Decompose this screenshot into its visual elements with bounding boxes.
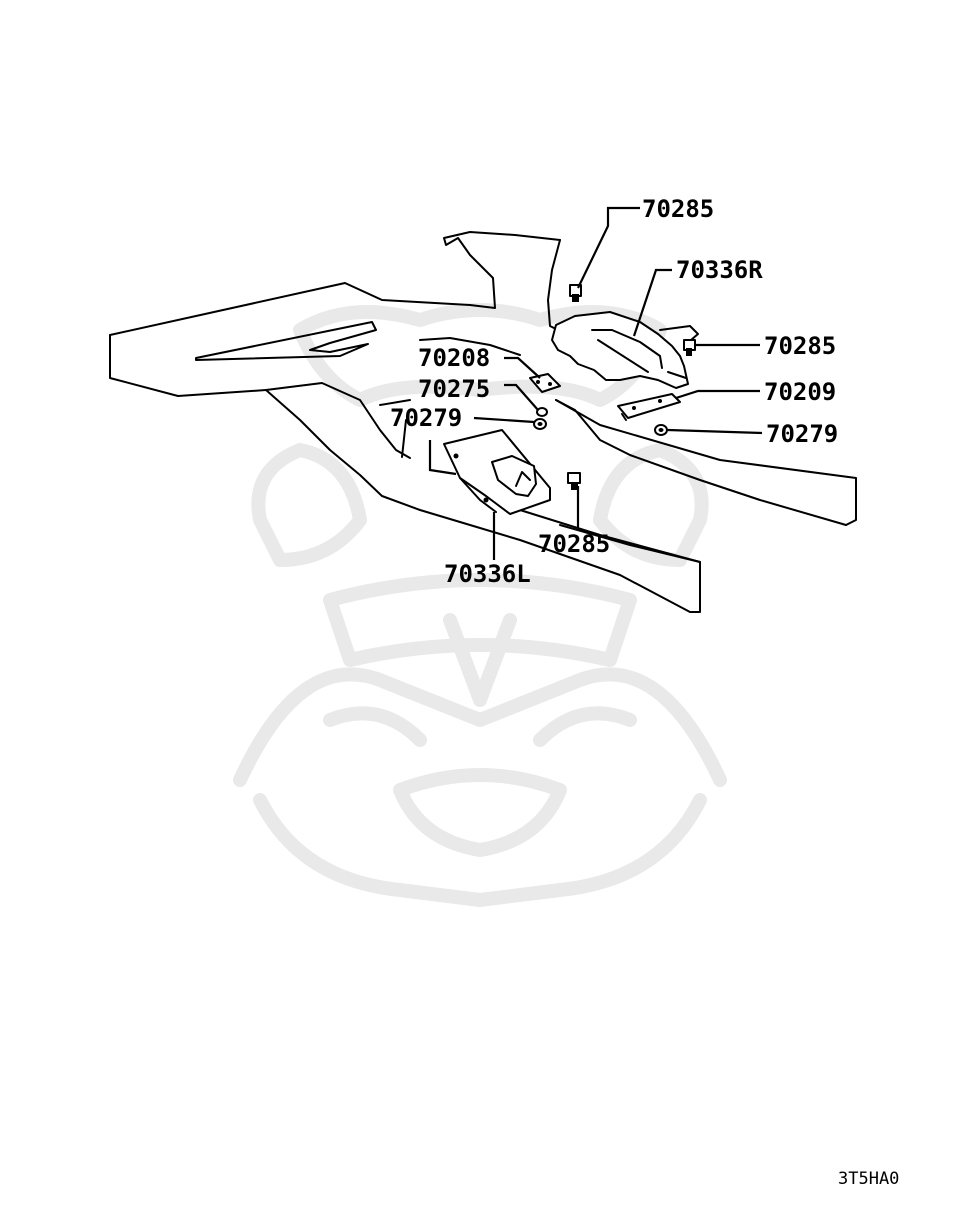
label-70285-top: 70285 bbox=[642, 195, 714, 223]
frame-outline bbox=[109, 231, 857, 613]
bolt-70285-top bbox=[569, 284, 582, 302]
label-70285-right: 70285 bbox=[764, 332, 836, 360]
bolt-70285-lower bbox=[567, 472, 581, 490]
watermark-emblem bbox=[233, 303, 727, 907]
label-70275: 70275 bbox=[418, 375, 490, 403]
bracket-70336r bbox=[551, 311, 699, 389]
label-70279-right: 70279 bbox=[766, 420, 838, 448]
label-70336l: 70336L bbox=[444, 560, 531, 588]
bracket-70336l bbox=[443, 429, 551, 515]
label-70285-lower: 70285 bbox=[538, 530, 610, 558]
hardware bbox=[529, 284, 696, 490]
leader-lines bbox=[428, 206, 763, 560]
bracket-70208 bbox=[529, 373, 561, 393]
label-70209: 70209 bbox=[764, 378, 836, 406]
label-70208: 70208 bbox=[418, 344, 490, 372]
nut-70279-right bbox=[654, 424, 668, 436]
bolt-70285-right bbox=[683, 339, 696, 356]
drawing-code: 3T5HA0 bbox=[838, 1169, 899, 1189]
bar-70209 bbox=[617, 393, 681, 421]
label-70279-left: 70279 bbox=[390, 404, 462, 432]
label-70336r: 70336R bbox=[676, 256, 763, 284]
nut-70279-left bbox=[533, 418, 547, 430]
washer-70275 bbox=[536, 407, 548, 417]
